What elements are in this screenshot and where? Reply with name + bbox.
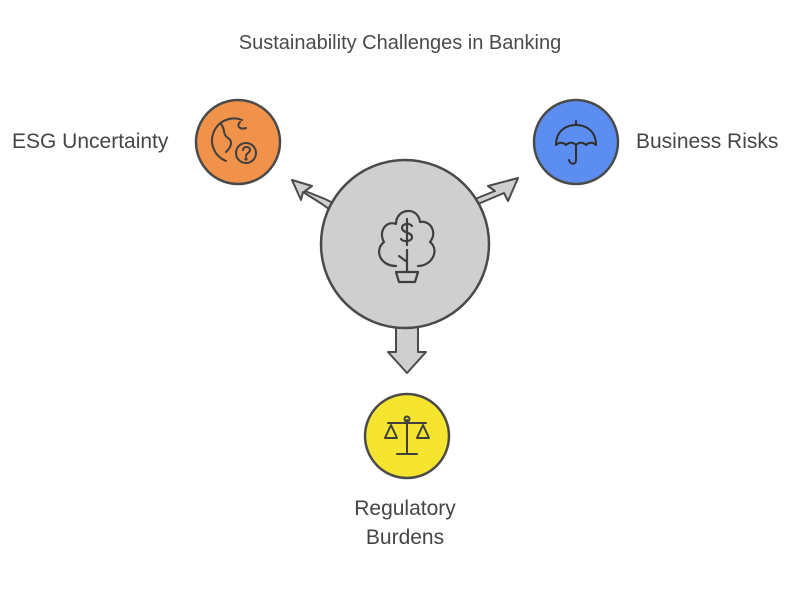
business-node-circle[interactable] <box>532 98 620 186</box>
esg-uncertainty-label: ESG Uncertainty <box>12 130 169 153</box>
scales-icon <box>384 415 430 455</box>
center-circle <box>319 158 491 330</box>
esg-node-circle[interactable] <box>194 98 282 186</box>
globe-question-icon <box>211 117 257 164</box>
money-tree-icon <box>378 209 436 284</box>
umbrella-icon <box>555 120 597 165</box>
diagram-title: Sustainability Challenges in Banking <box>238 32 562 54</box>
regulatory-burdens-line-2: Burdens <box>365 526 445 549</box>
regulatory-burdens-line-1: Regulatory <box>354 497 456 520</box>
business-risks-label: Business Risks <box>636 130 779 153</box>
regulatory-burdens-label: Regulatory Burdens <box>300 494 510 552</box>
arrow-to-esg <box>291 179 338 213</box>
